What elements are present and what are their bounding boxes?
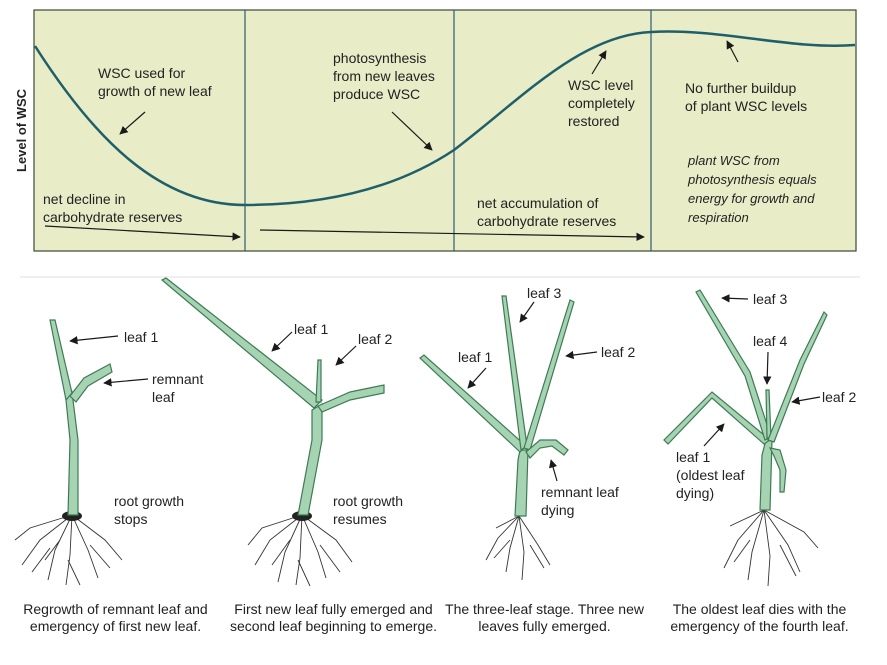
arrow-leaf-2 — [565, 350, 598, 360]
label-leaf-1: leaf 1 — [458, 349, 492, 365]
arrow-leaf-1 — [69, 335, 119, 345]
caption-stage-3: The three-leaf stage. Three new leaves f… — [445, 601, 644, 634]
root-system — [485, 515, 551, 581]
root-system — [723, 509, 819, 587]
leaf-1 — [160, 277, 323, 409]
stem — [759, 439, 773, 511]
remnant-leaf — [69, 363, 113, 403]
label-leaf-4: leaf 4 — [753, 333, 787, 349]
leaf-3 — [501, 295, 528, 452]
root-system — [247, 514, 353, 587]
arrow-leaf-3 — [519, 301, 535, 323]
label-leaf-1: leaf 1 — [124, 329, 158, 345]
arrow-leaf-3 — [721, 294, 749, 303]
arrow-leaf-4 — [763, 351, 772, 385]
arrow-leaf-1 — [467, 367, 487, 389]
label-leaf-1: leaf 1 — [294, 321, 328, 337]
arrow-net-accumulation — [259, 229, 645, 242]
arrow-wsc-used — [119, 111, 146, 135]
leaf-1 — [49, 319, 73, 402]
wsc-curve — [33, 30, 856, 207]
arrow-remnant — [549, 459, 558, 482]
caption-stage-2: First new leaf fully emerged and second … — [229, 601, 438, 634]
arrow-leaf-2 — [335, 345, 357, 366]
caption-stage-1: Regrowth of remnant leaf and emergency o… — [23, 601, 208, 634]
chart-panel — [33, 9, 857, 252]
root-system — [14, 514, 123, 586]
label-leaf-2: leaf 2 — [822, 389, 856, 405]
leaf-2 — [523, 299, 575, 451]
dying-leaf-curl — [768, 447, 787, 493]
label-leaf-2: leaf 2 — [601, 344, 635, 360]
arrow-restored — [591, 50, 607, 75]
caption-stage-4: The oldest leaf dies with the emergency … — [670, 601, 849, 634]
label-leaf-3: leaf 3 — [527, 285, 561, 301]
arrow-net-decline — [44, 225, 241, 241]
stem — [297, 402, 323, 516]
leaf-1 — [419, 354, 527, 453]
arrow-leaf-2 — [791, 396, 821, 405]
leaf-2-emerging — [315, 359, 322, 403]
leaf-4 — [765, 389, 772, 439]
y-axis-label: Level of WSC — [14, 88, 29, 172]
stem — [514, 449, 529, 517]
remnant-leaf — [525, 439, 569, 459]
arrow-leaf-1 — [271, 331, 293, 352]
leaf-2 — [767, 310, 828, 443]
stem — [65, 390, 79, 516]
arrow-remnant — [103, 378, 149, 387]
label-leaf-3: leaf 3 — [753, 291, 787, 307]
label-leaf-2: leaf 2 — [358, 331, 392, 347]
arrow-leaf-1 — [703, 423, 725, 447]
arrow-no-buildup — [726, 40, 739, 63]
arrow-photosynthesis — [391, 111, 433, 151]
remnant-leaf — [317, 384, 385, 413]
